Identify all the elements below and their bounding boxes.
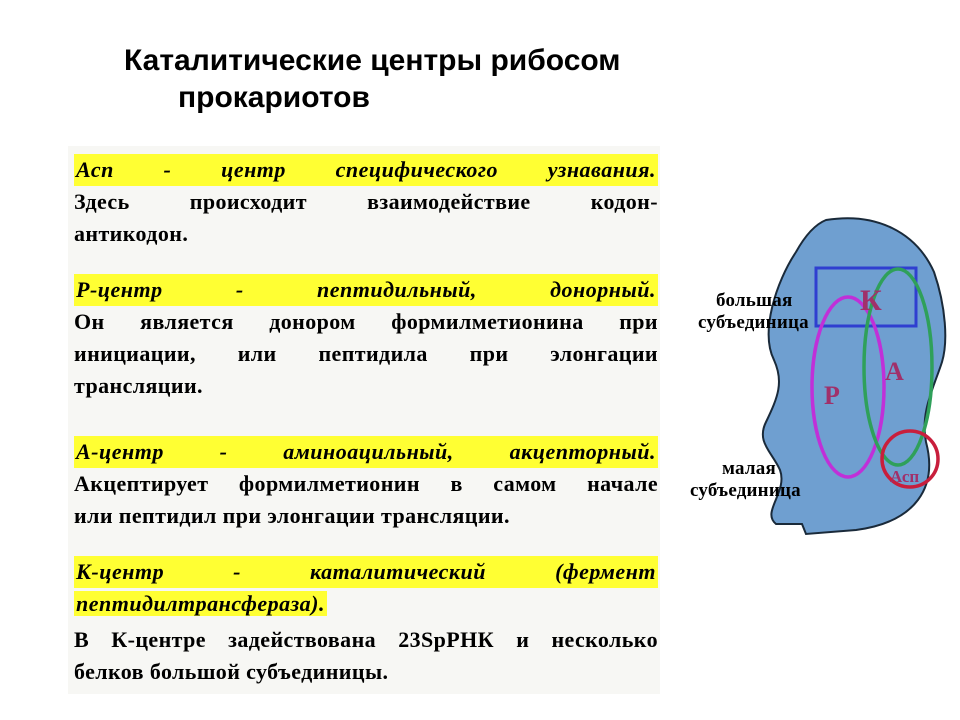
block-asp-heading: Асп - центр специфического узнавания. <box>74 154 658 186</box>
block-k-heading-line-1: К-центр - каталитический (фермент <box>74 556 658 588</box>
slide-title: Каталитические центры рибосом прокариото… <box>124 42 824 116</box>
block-k-heading-line-2: пептидилтрансфераза). <box>74 591 327 616</box>
k-center-label: К <box>860 284 882 317</box>
small-subunit-label-line-2: субъединица <box>690 480 801 501</box>
large-subunit-label-line-1: большая <box>716 290 793 311</box>
block-p-body-line-3: трансляции. <box>74 373 203 398</box>
block-k-body-line-2: белков большой субъединицы. <box>74 659 389 684</box>
block-a-body-line-1: Акцептирует формилметионин в самом начал… <box>74 471 658 496</box>
small-subunit-label: малая субъединица <box>690 458 810 502</box>
block-p-heading: Р-центр - пептидильный, донорный. <box>74 274 658 306</box>
block-p-body-line-1: Он является донором формилметионина при <box>74 309 658 334</box>
p-center-circle <box>810 295 886 479</box>
block-asp-center: Асп - центр специфического узнавания. Зд… <box>74 154 658 250</box>
title-line-1: Каталитические центры рибосом <box>124 44 621 77</box>
block-a-center: А-центр - аминоацильный, акцепторный. Ак… <box>74 436 658 532</box>
asp-center-label: Асп <box>890 467 919 486</box>
large-subunit-label: большая субъединица <box>698 290 809 334</box>
p-center-label: Р <box>824 381 840 410</box>
asp-center-circle <box>880 429 940 489</box>
title-line-2: прокариотов <box>178 81 370 114</box>
block-p-center: Р-центр - пептидильный, донорный. Он явл… <box>74 274 658 402</box>
a-center-circle <box>862 267 934 467</box>
large-subunit-label-line-2: субъединица <box>698 312 809 333</box>
text-panel: Асп - центр специфического узнавания. Зд… <box>68 146 660 694</box>
ribosome-diagram-svg: К Р А Асп <box>761 217 947 536</box>
block-k-body-line-1: В К-центре задействована 23SрРНК и неско… <box>74 627 658 652</box>
ribosome-diagram: К Р А Асп большая субъединица малая субъ… <box>676 212 952 542</box>
block-asp-body-line-2: антикодон. <box>74 221 189 246</box>
block-asp-body-line-1: Здесь происходит взаимодействие кодон- <box>74 189 658 214</box>
block-p-body-line-2: инициации, или пептидила при элонгации <box>74 341 658 366</box>
block-k-center: К-центр - каталитический (фермент пептид… <box>74 556 658 688</box>
a-center-label: А <box>885 357 904 386</box>
block-a-heading: А-центр - аминоацильный, акцепторный. <box>74 436 658 468</box>
small-subunit-label-line-1: малая <box>722 458 776 479</box>
ribosome-body-shape <box>761 217 947 536</box>
block-a-body-line-2: или пептидил при элонгации трансляции. <box>74 503 510 528</box>
